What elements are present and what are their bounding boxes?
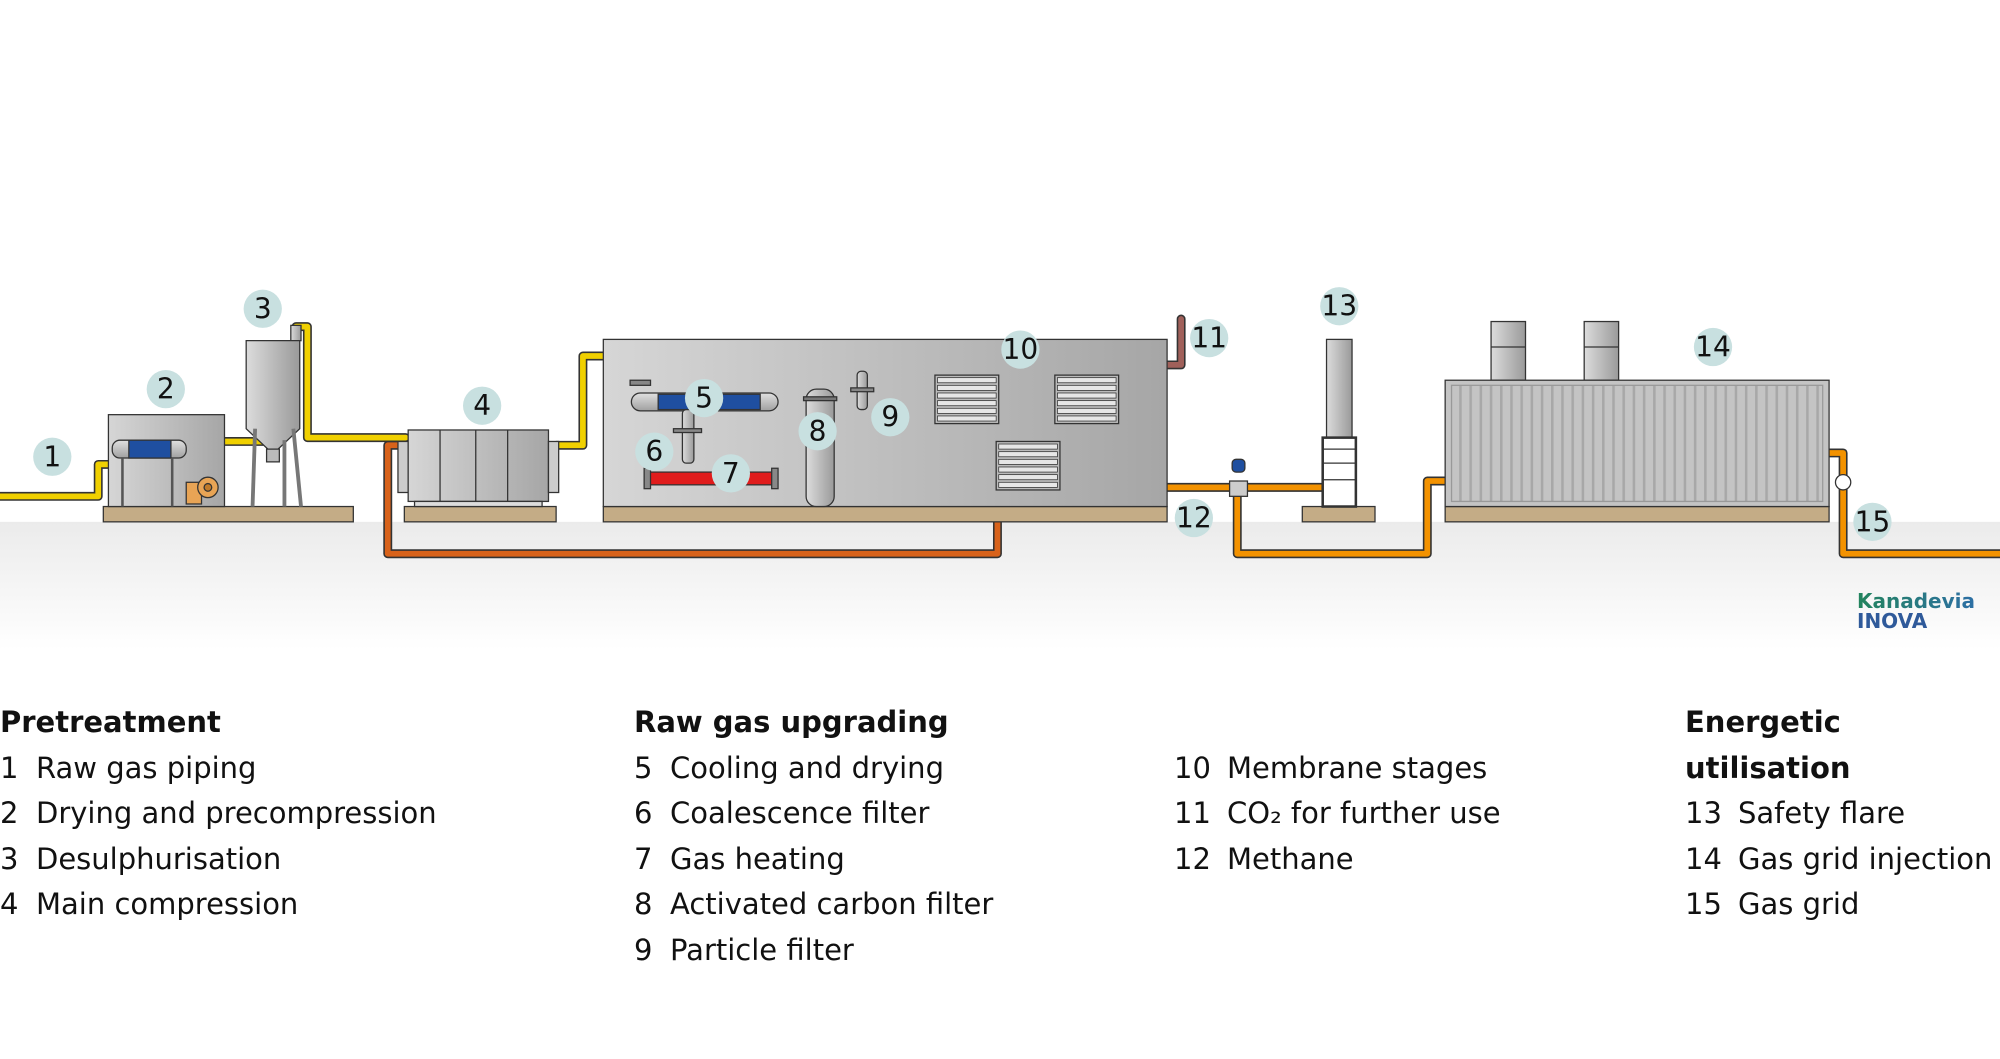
callouts: 1 2 3 4 5 6 7 8 9 10 11 12 13 14 15 [33, 287, 1892, 541]
callout-13: 13 [1320, 287, 1359, 326]
svg-text:12: 12 [1176, 502, 1212, 535]
callout-9: 9 [871, 398, 910, 437]
pressure-gauge-icon [1834, 473, 1852, 491]
coalescence-filter-6 [672, 408, 703, 464]
svg-text:4: 4 [473, 389, 491, 422]
callout-15: 15 [1853, 502, 1892, 541]
desulphurisation-silo [245, 324, 303, 507]
callout-7: 7 [711, 454, 750, 493]
legend-heading: Energetic utilisation [1685, 705, 1851, 785]
control-valve-icon [1228, 458, 1249, 497]
svg-text:15: 15 [1855, 505, 1891, 538]
legend-heading: Raw gas upgrading [634, 705, 949, 739]
particle-filter-9 [850, 370, 875, 411]
callout-2: 2 [146, 370, 185, 409]
svg-text:7: 7 [722, 457, 740, 490]
safety-flare-13 [1321, 338, 1358, 508]
main-compressor [397, 429, 560, 508]
callout-4: 4 [463, 386, 502, 425]
svg-text:13: 13 [1321, 290, 1357, 323]
callout-14: 14 [1693, 327, 1733, 367]
svg-text:14: 14 [1695, 331, 1731, 364]
callout-3: 3 [243, 289, 282, 328]
drying-precompression-unit [107, 414, 226, 508]
svg-text:10: 10 [1003, 333, 1039, 366]
svg-text:8: 8 [809, 415, 827, 448]
callout-10: 10 [1001, 330, 1040, 369]
callout-11: 11 [1190, 318, 1229, 358]
svg-text:11: 11 [1191, 322, 1227, 355]
callout-1: 1 [33, 437, 72, 476]
callout-8: 8 [798, 412, 837, 451]
legend-heading: Pretreatment [0, 705, 221, 739]
logo-line-2: INOVA [1857, 609, 1928, 633]
svg-text:9: 9 [881, 401, 899, 434]
membrane-stage-3 [995, 440, 1061, 491]
svg-text:3: 3 [254, 292, 272, 325]
svg-text:6: 6 [645, 435, 663, 468]
callout-6: 6 [635, 432, 674, 471]
callout-5: 5 [684, 378, 724, 418]
kanadevia-inova-logo: Kanadevia INOVA [1857, 591, 1975, 631]
foundations [102, 505, 1830, 523]
membrane-stage-1 [934, 374, 1000, 425]
svg-text:1: 1 [43, 440, 61, 473]
gas-grid-injection-14 [1444, 320, 1830, 508]
callout-12: 12 [1174, 498, 1214, 538]
svg-text:5: 5 [695, 382, 713, 415]
membrane-stage-2 [1054, 374, 1120, 425]
svg-text:2: 2 [157, 373, 175, 406]
logo-line-1: Kanadevia [1857, 589, 1975, 613]
